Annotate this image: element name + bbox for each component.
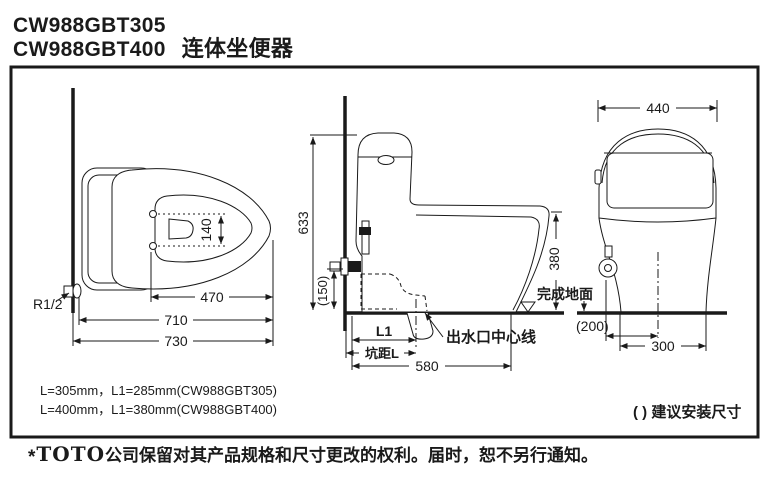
asterisk-mark: * bbox=[28, 447, 36, 468]
fill-pipe bbox=[359, 227, 371, 235]
finished-floor-label: 完成地面 bbox=[537, 286, 593, 302]
dim-label-300: 300 bbox=[651, 338, 675, 354]
stop-valve bbox=[348, 261, 361, 272]
model-number-2: CW988GBT400 bbox=[13, 38, 166, 61]
install-hint-note: ( ) 建议安装尺寸 bbox=[633, 403, 741, 421]
dim-label-440: 440 bbox=[646, 100, 670, 116]
flush-button bbox=[377, 155, 395, 165]
trapway-hidden-line bbox=[360, 273, 428, 312]
supply-fitting bbox=[72, 283, 82, 299]
dim-label-730: 730 bbox=[164, 333, 188, 349]
outlet-centerline-label: 出水口中心线 bbox=[446, 328, 536, 346]
dim-label-140: 140 bbox=[198, 218, 214, 242]
outlet-pipe bbox=[406, 312, 434, 340]
title-line-2: CW988GBT400 连体坐便器 bbox=[13, 37, 293, 61]
toilet-profile bbox=[355, 132, 550, 313]
dim-label-380: 380 bbox=[546, 247, 562, 271]
stop-valve-stem bbox=[604, 245, 613, 258]
brand-logo: TOTO bbox=[36, 442, 106, 466]
side-view: 出水口中心线 完成地面 633 (150) 380 L1 坑距L 580 bbox=[295, 96, 593, 374]
product-name: 连体坐便器 bbox=[181, 36, 294, 61]
footer-disclaimer: *TOTO公司保留对其产品规格和尺寸更改的权利。届时，恕不另行通知。 bbox=[28, 441, 598, 469]
supply-thread-label: R1/2 bbox=[33, 296, 63, 312]
title-block: CW988GBT305 CW988GBT400 连体坐便器 bbox=[13, 14, 293, 61]
body-side-line bbox=[705, 217, 717, 313]
dim-label-633: 633 bbox=[295, 211, 311, 235]
stop-valve bbox=[329, 261, 341, 272]
rim-inner-line bbox=[415, 214, 540, 311]
stop-valve-wheel bbox=[598, 258, 618, 278]
seat-lid-outline bbox=[111, 168, 271, 290]
dim-label-150: (150) bbox=[315, 276, 330, 306]
drawing-frame bbox=[9, 65, 760, 439]
stop-valve bbox=[340, 257, 349, 276]
top-view: 140 470 710 730 R1/2 bbox=[33, 88, 274, 349]
front-view: 440 (200) 300 ( ) 建议安装尺寸 bbox=[576, 100, 741, 421]
dim-label-710: 710 bbox=[164, 312, 188, 328]
spec-notes: L=305mm，L1=285mm(CW988GBT305) L=400mm，L1… bbox=[40, 381, 277, 419]
stop-valve-wheel bbox=[604, 264, 612, 272]
dim-label-580: 580 bbox=[415, 358, 439, 374]
dim-label-pit-distance: 坑距L bbox=[365, 346, 399, 361]
floor-level-triangle-icon bbox=[520, 301, 536, 313]
seat-hinge-hole bbox=[149, 210, 157, 218]
fill-pipe bbox=[361, 220, 370, 255]
tank-front-panel bbox=[606, 152, 714, 209]
side-latch bbox=[594, 169, 602, 185]
dim-label-L1: L1 bbox=[376, 323, 393, 339]
bowl-opening-outline bbox=[154, 194, 253, 263]
water-spot-outline bbox=[168, 218, 194, 240]
spec-note-400: L=400mm，L1=380mm(CW988GBT400) bbox=[40, 402, 277, 417]
model-number-1: CW988GBT305 bbox=[13, 14, 166, 37]
disclaimer-text: 公司保留对其产品规格和尺寸更改的权利。届时，恕不另行通知。 bbox=[105, 446, 599, 465]
leader-line bbox=[57, 292, 70, 301]
leader-line bbox=[424, 312, 444, 338]
spec-note-305: L=305mm，L1=285mm(CW988GBT305) bbox=[40, 383, 277, 398]
dim-label-200: (200) bbox=[576, 318, 609, 334]
dim-label-470: 470 bbox=[200, 289, 224, 305]
seat-hinge-hole bbox=[149, 242, 157, 250]
